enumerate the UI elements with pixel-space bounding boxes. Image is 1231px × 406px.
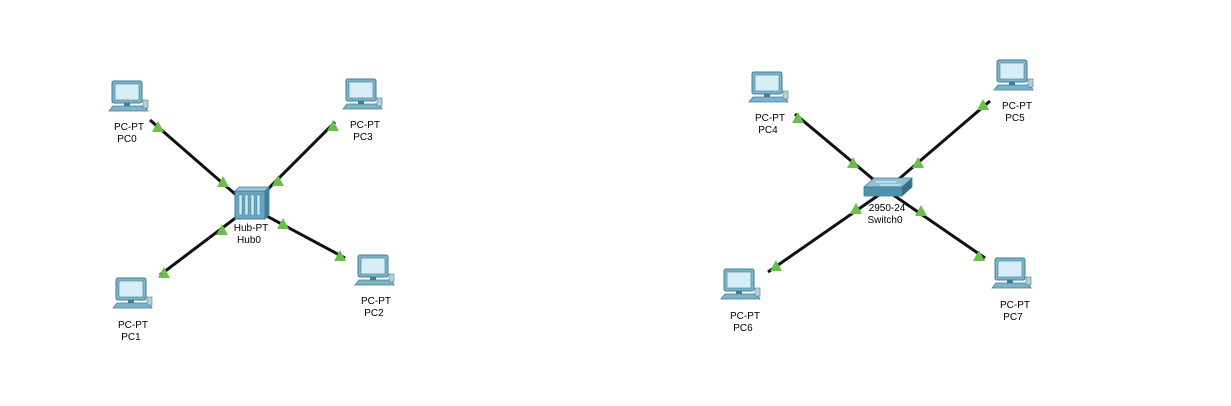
device-model-label: PC-PT	[755, 113, 785, 124]
device-model-label: Hub-PT	[234, 223, 268, 234]
device-model-label: PC-PT	[730, 311, 760, 322]
device-model-label: PC-PT	[361, 296, 391, 307]
link-status-triangle-icon	[327, 120, 339, 131]
pc-icon	[720, 268, 761, 300]
device-name-label: Switch0	[867, 215, 902, 226]
device-name-label: PC4	[758, 125, 778, 136]
pc-icon	[991, 257, 1032, 289]
pc-icon	[993, 59, 1034, 91]
link-status-triangle-icon	[277, 218, 289, 229]
link-pc5-switch0[interactable]	[885, 99, 991, 192]
link-status-triangle-icon	[272, 175, 284, 186]
device-model-label: PC-PT	[1002, 101, 1032, 112]
link-status-triangle-icon	[850, 203, 862, 214]
link-status-triangle-icon	[334, 250, 346, 261]
link-status-triangle-icon	[912, 157, 924, 168]
device-model-label: 2950-24	[869, 203, 906, 214]
device-name-label: PC2	[364, 308, 384, 319]
link-status-triangle-icon	[915, 205, 927, 216]
pc-icon	[354, 254, 395, 286]
link-status-triangle-icon	[977, 99, 989, 110]
device-name-label: PC0	[117, 134, 137, 145]
device-name-label: PC3	[353, 132, 373, 143]
pc-icon	[112, 277, 153, 309]
device-model-label: PC-PT	[114, 122, 144, 133]
pc-icon	[748, 71, 789, 103]
link-status-triangle-icon	[973, 250, 985, 261]
device-model-label: PC-PT	[350, 120, 380, 131]
link-pc4-switch0[interactable]	[794, 112, 887, 192]
device-name-label: PC6	[733, 323, 753, 334]
hub-icon	[234, 186, 270, 220]
devices-layer: PC-PTPC0PC-PTPC1PC-PTPC2PC-PTPC3Hub-PTHu…	[108, 59, 1034, 343]
links-layer	[149, 99, 991, 277]
pc-icon	[108, 80, 149, 112]
link-status-triangle-icon	[217, 176, 229, 187]
link-status-triangle-icon	[216, 224, 228, 235]
device-model-label: PC-PT	[1000, 300, 1030, 311]
device-name-label: PC1	[121, 332, 141, 343]
link-pc0-hub0[interactable]	[149, 118, 251, 209]
switch-icon	[862, 177, 914, 197]
link-status-triangle-icon	[847, 157, 859, 168]
device-name-label: PC7	[1003, 312, 1023, 323]
link-lights-layer	[152, 99, 989, 278]
link-status-triangle-icon	[152, 121, 164, 132]
link-status-triangle-icon	[770, 260, 782, 271]
link-status-triangle-icon	[792, 112, 804, 123]
link-pc6-switch0[interactable]	[767, 188, 887, 274]
link-status-triangle-icon	[158, 267, 170, 278]
device-name-label: PC5	[1005, 113, 1025, 124]
device-model-label: PC-PT	[118, 320, 148, 331]
device-name-label: Hub0	[237, 235, 261, 246]
link-pc7-switch0[interactable]	[885, 188, 986, 260]
pc-icon	[342, 78, 383, 110]
